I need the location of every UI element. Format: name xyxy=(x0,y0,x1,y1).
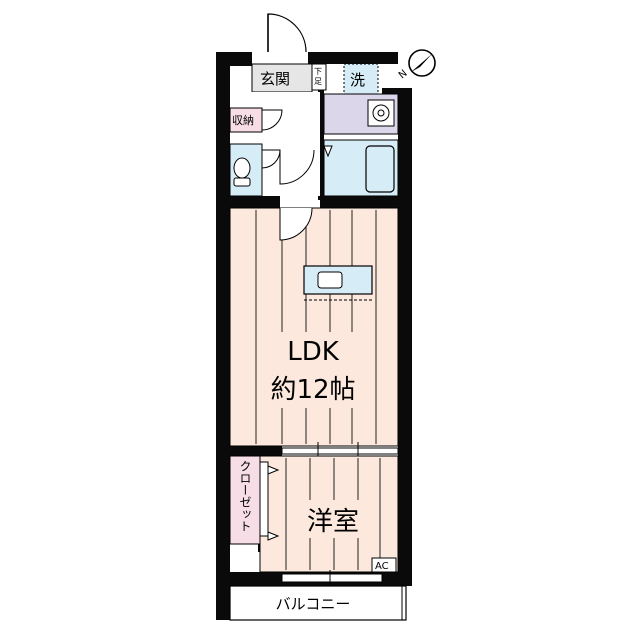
shoe-box-label-1: 下 xyxy=(314,67,322,76)
wall-right-upper xyxy=(398,88,412,568)
ldk-door-swing xyxy=(279,207,313,241)
ldk-floor xyxy=(229,207,399,447)
balcony: バルコニー xyxy=(229,570,407,621)
entrance-floor xyxy=(251,63,313,93)
balcony-label: バルコニー xyxy=(276,595,351,613)
storage-door-swing xyxy=(261,109,283,131)
partition-room xyxy=(216,446,282,456)
closet-door xyxy=(259,461,269,537)
wash-basin-drain xyxy=(377,109,385,117)
ldk-name-label: LDK xyxy=(287,337,340,367)
ldk-label-bg xyxy=(260,332,366,408)
wall-right-lower xyxy=(398,560,412,586)
bathtub xyxy=(365,145,395,193)
balcony-window-track xyxy=(281,573,383,583)
ac-unit xyxy=(371,557,397,573)
wall-left xyxy=(216,52,230,620)
partition-bath xyxy=(320,196,400,208)
sliding-door-track xyxy=(281,447,399,455)
closet-marker-bottom xyxy=(267,531,280,541)
compass-north-label: N xyxy=(397,68,410,81)
western-room-label: 洋室 xyxy=(307,507,359,537)
entrance-label: 玄関 xyxy=(260,70,290,88)
bath-door-marker xyxy=(323,145,333,158)
storage-area: 収納 xyxy=(229,107,283,197)
compass: N xyxy=(397,49,436,81)
washroom-door-swing xyxy=(279,149,315,185)
storage-label: 収納 xyxy=(232,114,254,127)
storage-box xyxy=(229,107,263,133)
shoe-box-label-2: 足 xyxy=(314,77,322,86)
wall-top-left xyxy=(216,52,252,66)
balcony-area xyxy=(229,585,407,621)
toilet-bowl xyxy=(233,157,251,179)
closet xyxy=(229,455,261,545)
toilet-tank xyxy=(233,177,251,187)
ldk-size-label: 約12帖 xyxy=(270,375,355,405)
shoe-box xyxy=(311,63,327,91)
ldk-room: LDK 約12帖 xyxy=(229,207,399,460)
closet-label: クローゼット xyxy=(238,460,252,532)
wet-area: 洗 xyxy=(279,63,399,197)
closet-marker-top xyxy=(267,465,280,475)
compass-needle xyxy=(411,54,432,72)
western-label-bg xyxy=(296,500,370,538)
ac-label: AC xyxy=(375,561,389,572)
entry-door-swing xyxy=(267,13,307,53)
partition-hall xyxy=(318,88,324,200)
western-room: 洋室 クローゼット AC xyxy=(229,455,399,573)
washer-label: 洗 xyxy=(350,71,365,89)
wall-top-mid xyxy=(308,52,398,64)
kitchen-sink xyxy=(317,271,343,289)
